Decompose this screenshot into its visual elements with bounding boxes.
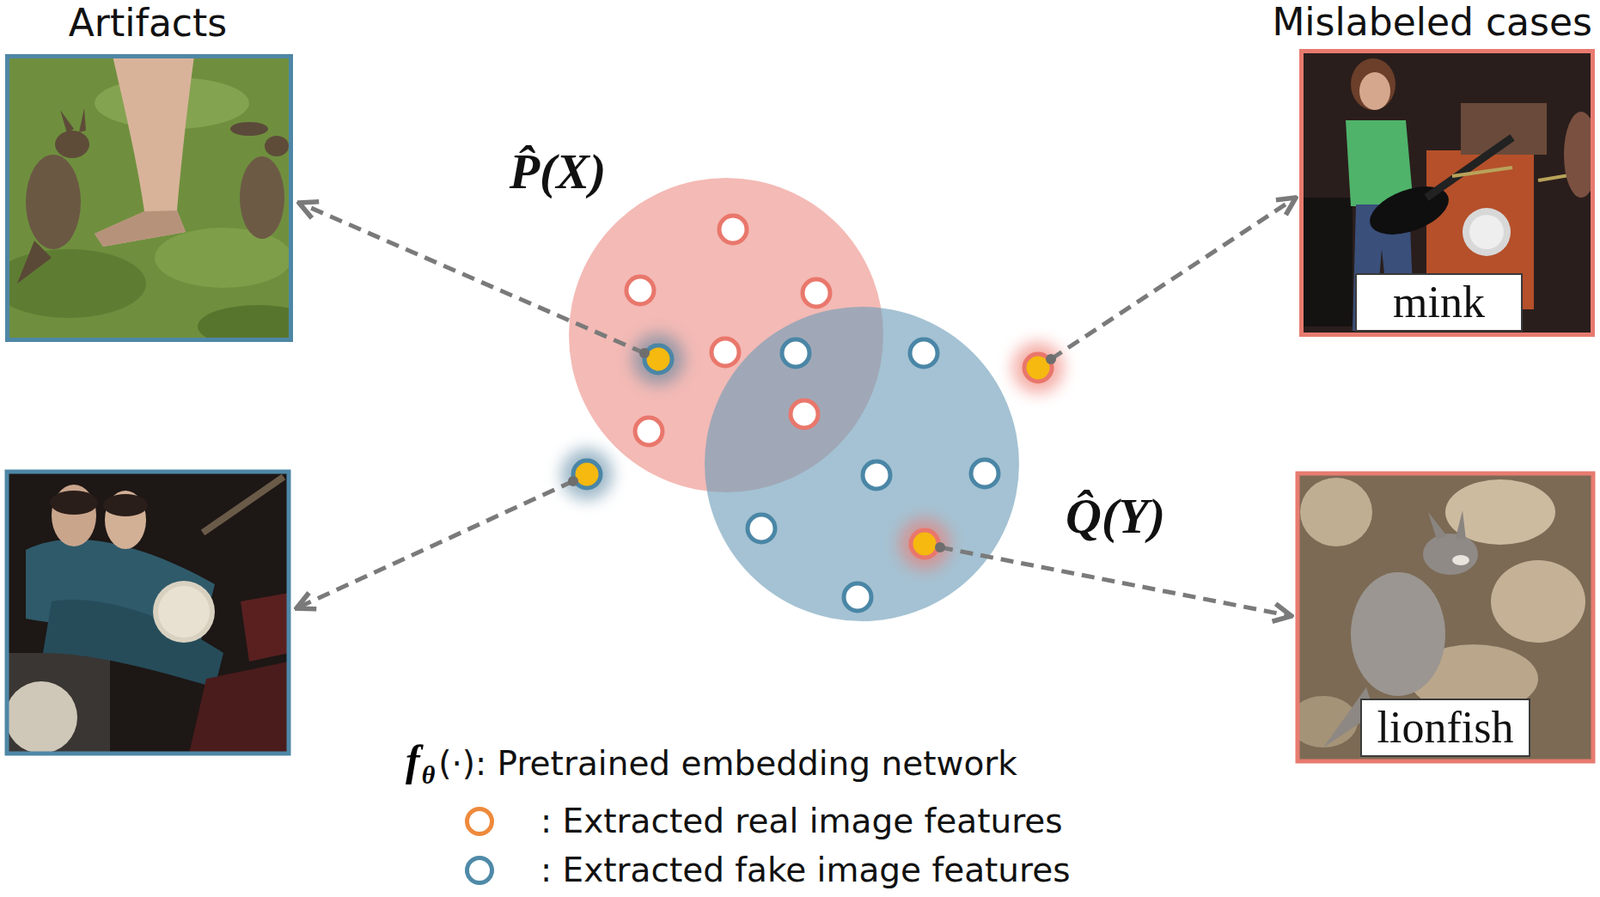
photo-frame: Artifacts (5, 54, 294, 342)
mislabeled-photo (1300, 50, 1594, 336)
legend-swatch (464, 806, 495, 837)
photo-frame: Mislabeled casesmink (1299, 48, 1595, 337)
legend-text: (·): Pretrained embedding network (438, 745, 1018, 784)
class-label: lionfish (1377, 705, 1515, 751)
highlighted-fake (573, 345, 672, 489)
distribution-circle (703, 305, 1020, 623)
legend-text: : Extracted real image features (540, 802, 1063, 842)
heading: Q̂(Y) (1065, 488, 1166, 544)
legend-row: : Extracted fake image features (464, 850, 1071, 891)
legend-row: : Extracted real image features (464, 801, 1063, 842)
real-feature (626, 215, 831, 446)
mislabeled-photo (1297, 473, 1594, 762)
heading: Artifacts (68, 2, 228, 44)
heading: Mislabeled cases (1271, 1, 1593, 43)
parameter-subscript: θ (421, 760, 436, 790)
class-label: mink (1392, 280, 1485, 325)
artifact-photo (6, 55, 292, 341)
photo-frame (6, 471, 289, 754)
artifact-photo (6, 471, 289, 754)
fake-feature (747, 339, 999, 611)
function-symbol: f (405, 737, 421, 785)
photo-frame (1297, 473, 1594, 762)
class-label-box: lionfish (1360, 698, 1531, 758)
legend-row: fθ(·): Pretrained embedding network (405, 737, 1018, 785)
leader-start (567, 348, 1057, 553)
highlighted-real (910, 354, 1052, 558)
legend-text: : Extracted fake image features (540, 851, 1071, 891)
feature-distribution: Q̂(Y) (703, 305, 1020, 623)
feature-glow (561, 333, 1064, 570)
leader-arrow (296, 197, 1296, 617)
legend-swatch (464, 855, 495, 886)
heading: P̂(X) (509, 144, 607, 200)
class-label-box: mink (1355, 273, 1523, 332)
